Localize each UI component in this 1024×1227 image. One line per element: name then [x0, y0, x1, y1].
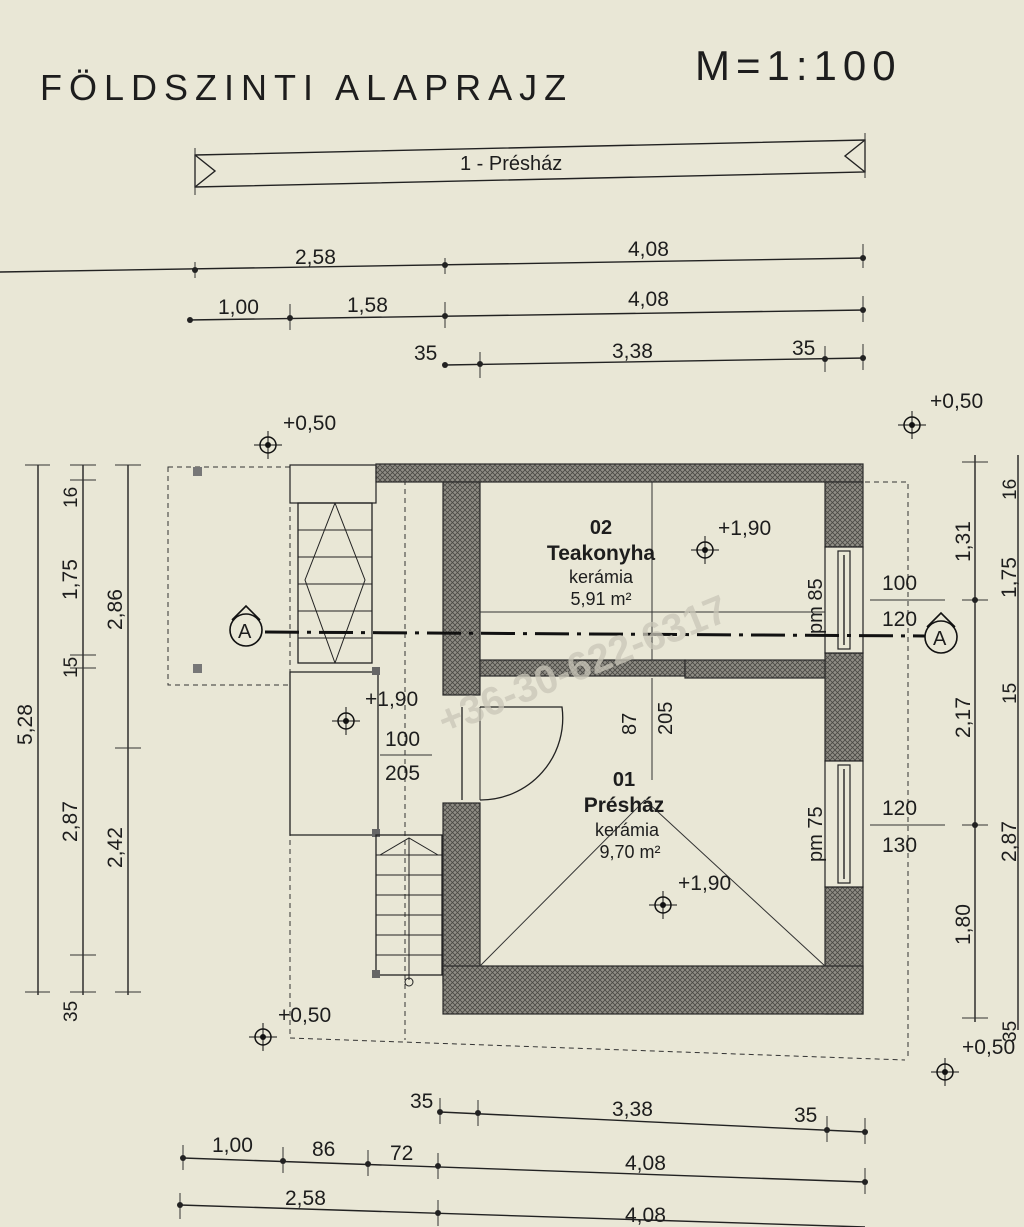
dim-right-outer-5: 35: [1000, 1021, 1021, 1042]
section-band: 1 - Présház: [194, 133, 866, 195]
dim-bottom-r1-b: 3,38: [612, 1098, 653, 1121]
level-marker-bottom-left: [249, 1023, 277, 1051]
dim-top-r2-a: 1,00: [218, 296, 259, 319]
level-marker-press: [649, 891, 677, 919]
dim-top-r3-c: 35: [792, 337, 815, 360]
room-press-name: Présház: [584, 794, 665, 817]
room-press-number: 01: [613, 769, 635, 791]
dim-right-outer-3: 15: [1000, 683, 1021, 704]
level-bottom-right: +0,50: [962, 1036, 1015, 1059]
window-lower-height: 130: [882, 834, 917, 857]
dim-right-outer-2: 1,75: [998, 557, 1021, 598]
room-kitchen-name: Teakonyha: [547, 542, 655, 565]
lower-staircase: [372, 834, 443, 987]
left-dimension-lines: [25, 464, 141, 995]
window-upper-sill: pm 85: [805, 578, 827, 634]
section-line-a: [264, 630, 926, 638]
dim-left-chain-2: 1,75: [59, 559, 82, 600]
top-dimension-lines: [0, 244, 866, 378]
room-press-label: 01 Présház kerámia 9,70 m²: [584, 769, 665, 862]
dim-bottom-r2-a: 1,00: [212, 1134, 253, 1157]
level-kitchen: +1,90: [718, 517, 771, 540]
door-hall-height: 205: [385, 762, 420, 785]
plan-title: FÖLDSZINTI ALAPRAJZ: [40, 67, 573, 108]
room-press-area: 9,70 m²: [599, 842, 660, 862]
dim-right-chain-3: 1,80: [952, 904, 975, 945]
section-marker-left-label: A: [238, 621, 252, 643]
window-lower-sill: pm 75: [805, 806, 827, 862]
dim-left-mid-1: 2,86: [104, 589, 127, 630]
dim-left-chain-3: 15: [61, 657, 82, 678]
section-marker-right-label: A: [933, 628, 947, 650]
dim-right-chain-1: 1,31: [952, 521, 975, 562]
dim-bottom-r3-a: 2,58: [285, 1187, 326, 1210]
window-upper-width: 100: [882, 572, 917, 595]
dim-bottom-r2-c: 72: [390, 1142, 413, 1165]
level-bottom-left: +0,50: [278, 1004, 331, 1027]
door-inner-width: 87: [619, 713, 641, 735]
walls: [375, 463, 864, 1015]
section-marker-left: A: [229, 604, 263, 647]
level-top-left: +0,50: [283, 412, 336, 435]
dim-left-mid-2: 2,42: [104, 827, 127, 868]
dim-left-chain-4: 2,87: [59, 801, 82, 842]
window-upper: [824, 546, 864, 654]
dim-bottom-r2-d: 4,08: [625, 1152, 666, 1175]
dim-bottom-r3-b: 4,08: [625, 1204, 666, 1227]
dim-bottom-r1-c: 35: [794, 1104, 817, 1127]
dim-right-outer-1: 16: [1000, 479, 1021, 500]
door-inner-height: 205: [655, 702, 677, 735]
dim-top-r3-b: 3,38: [612, 340, 653, 363]
dim-bottom-r2-b: 86: [312, 1138, 335, 1161]
dim-top-r3-a: 35: [414, 342, 437, 365]
dim-top-r1-a: 2,58: [295, 246, 336, 269]
terrace-outline: [167, 466, 909, 1061]
dim-right-outer-4: 2,87: [998, 821, 1021, 862]
level-marker-hall: [332, 707, 360, 735]
section-band-label: 1 - Présház: [460, 153, 562, 175]
level-marker-kitchen: [691, 536, 719, 564]
door-swing: [461, 706, 564, 801]
window-lower-width: 120: [882, 797, 917, 820]
level-marker-top-left: [254, 431, 282, 459]
room-kitchen-number: 02: [590, 517, 612, 539]
room-kitchen-area: 5,91 m²: [570, 589, 631, 609]
section-marker-right: A: [924, 611, 958, 654]
level-hall: +1,90: [365, 688, 418, 711]
dim-bottom-r1-a: 35: [410, 1090, 433, 1113]
level-marker-bottom-right: [931, 1058, 959, 1086]
dim-top-r2-b: 1,58: [347, 294, 388, 317]
level-marker-top-right: [898, 411, 926, 439]
window-lower: [824, 760, 864, 888]
upper-staircase: [289, 464, 377, 664]
room-kitchen-floor: kerámia: [569, 567, 634, 587]
window-upper-height: 120: [882, 608, 917, 631]
dim-top-r1-b: 4,08: [628, 238, 669, 261]
dim-left-chain-5: 35: [61, 1001, 82, 1022]
level-press: +1,90: [678, 872, 731, 895]
dim-left-outer: 5,28: [14, 704, 37, 745]
dim-top-r2-c: 4,08: [628, 288, 669, 311]
dim-left-chain-1: 16: [61, 487, 82, 508]
dim-right-chain-2: 2,17: [952, 697, 975, 738]
room-press-floor: kerámia: [595, 820, 660, 840]
level-top-right: +0,50: [930, 390, 983, 413]
door-hall-width: 100: [385, 728, 420, 751]
room-kitchen-label: 02 Teakonyha kerámia 5,91 m²: [547, 517, 655, 609]
right-dimension-lines: [962, 455, 1019, 1030]
plan-scale: M=1:100: [695, 42, 902, 89]
bottom-dimension-lines: [177, 1098, 868, 1227]
